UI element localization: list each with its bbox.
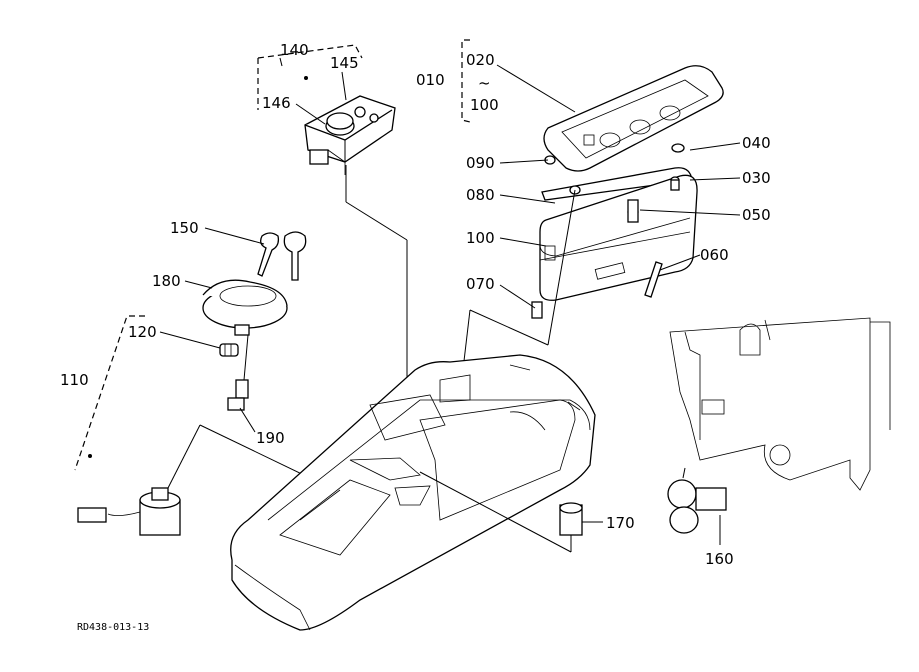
frame-part [669,317,891,491]
leader-lines [159,57,741,523]
harness-part [74,315,336,536]
callout-100-range: 100 [470,96,499,114]
callout-110: 110 [60,371,89,389]
callout-100: 100 [466,229,495,247]
callout-146: 146 [262,94,291,112]
callout-010: 010 [416,71,445,89]
callout-150: 150 [170,219,199,237]
callout-160: 160 [705,550,734,568]
drawing-reference-code: RD438-013-13 [77,622,149,633]
key-switch-part [202,279,288,336]
callout-050: 050 [742,206,771,224]
bolt-part [227,334,249,411]
socket-part [667,467,727,545]
callout-030: 030 [742,169,771,187]
small-switch-part [419,471,583,553]
key-part [257,231,307,281]
callout-060: 060 [700,246,729,264]
callout-145: 145 [330,54,359,72]
callout-180: 180 [152,272,181,290]
callout-170: 170 [606,514,635,532]
callout-040: 040 [742,134,771,152]
console-body-part [230,354,596,631]
meter-panel-part [459,39,724,396]
callout-090: 090 [466,154,495,172]
callout-120: 120 [128,323,157,341]
switch-panel-part [257,44,408,405]
callout-080: 080 [466,186,495,204]
callout-190: 190 [256,429,285,447]
callout-labels: 140 145 146 010 020 ~ 100 090 080 100 07… [60,41,771,633]
callout-140: 140 [280,41,309,59]
callout-020: 020 [466,51,495,69]
nut-part [219,343,239,357]
callout-tilde: ~ [478,74,491,92]
callout-070: 070 [466,275,495,293]
